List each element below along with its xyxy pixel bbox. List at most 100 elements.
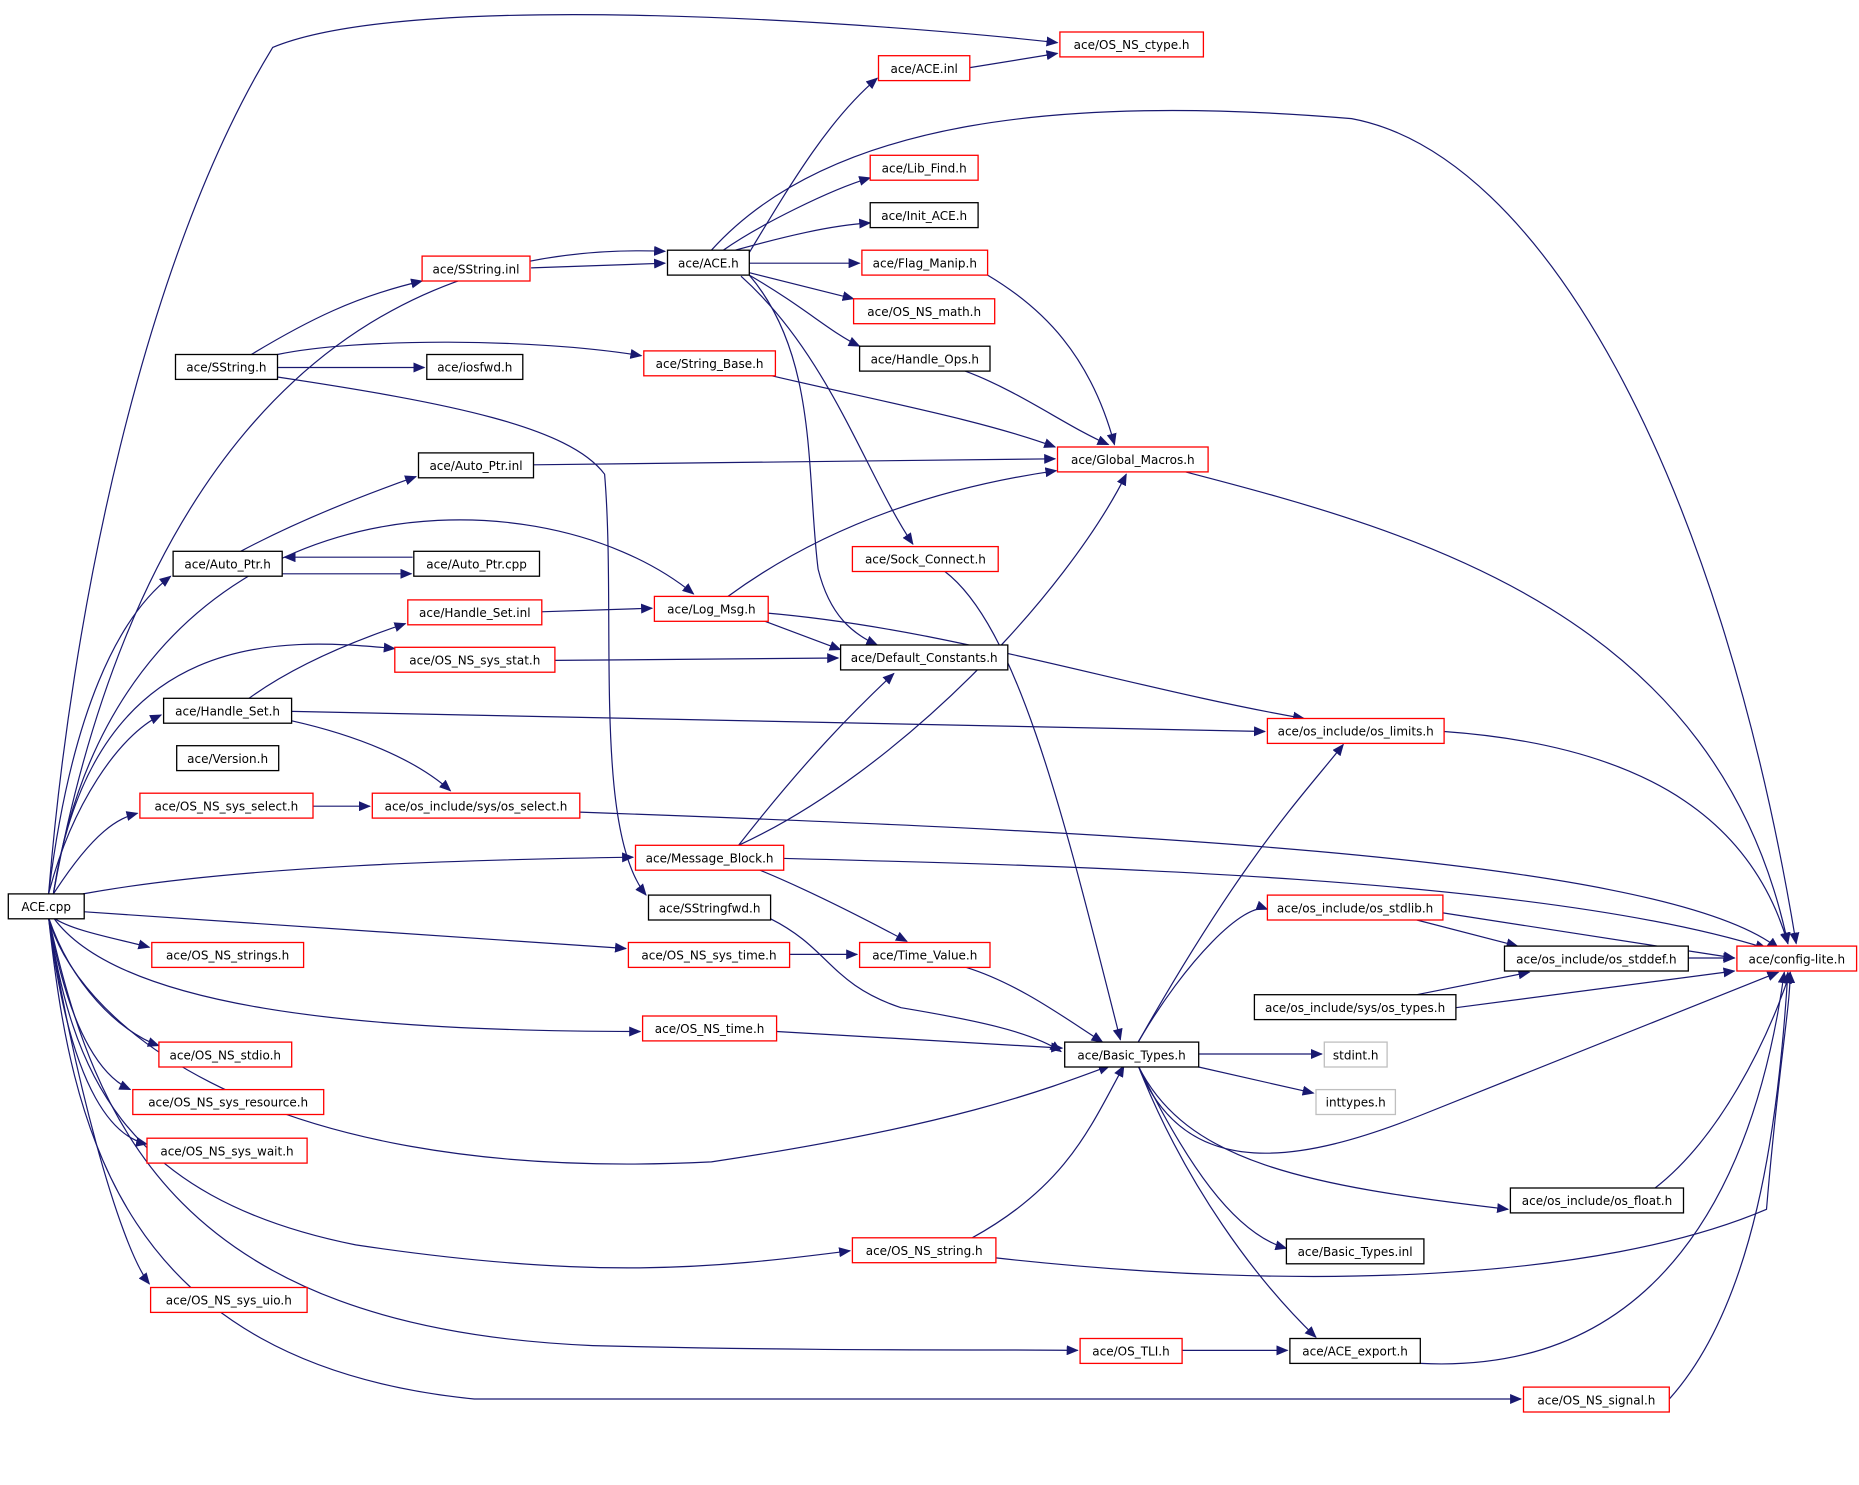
node-os-math[interactable]: ace/OS_NS_math.h <box>852 298 996 325</box>
node-ace-export[interactable]: ace/ACE_export.h <box>1289 1337 1421 1365</box>
node-box <box>851 545 999 573</box>
node-handle-set-inl[interactable]: ace/Handle_Set.inl <box>407 599 543 626</box>
node-handle-set-h[interactable]: ace/Handle_Set.h <box>162 697 293 724</box>
node-box <box>858 345 991 372</box>
node-basic-types[interactable]: ace/Basic_Types.h <box>1064 1041 1200 1068</box>
node-os-stdio[interactable]: ace/OS_NS_stdio.h <box>158 1041 293 1068</box>
node-sstring-inl[interactable]: ace/SString.inl <box>421 255 531 282</box>
node-box <box>647 894 772 921</box>
node-os-sys-wait[interactable]: ace/OS_NS_sys_wait.h <box>146 1137 308 1164</box>
node-os-strings[interactable]: ace/OS_NS_strings.h <box>151 941 305 969</box>
dependency-edge <box>52 642 396 894</box>
dependency-edge <box>1416 969 1531 996</box>
dependency-edge <box>995 971 1796 1278</box>
node-os-types[interactable]: ace/os_include/sys/os_types.h <box>1253 994 1457 1021</box>
node-version[interactable]: ace/Version.h <box>176 745 280 772</box>
node-box <box>132 1088 325 1116</box>
node-default-constants[interactable]: ace/Default_Constants.h <box>839 644 1009 671</box>
node-os-select[interactable]: ace/os_include/sys/os_select.h <box>371 792 581 819</box>
node-time-value[interactable]: ace/Time_Value.h <box>858 941 991 969</box>
node-os-signal[interactable]: ace/OS_NS_signal.h <box>1522 1386 1670 1413</box>
dependency-edge <box>964 370 1110 446</box>
node-box <box>861 249 989 276</box>
node-os-ctype[interactable]: ace/OS_NS_ctype.h <box>1059 31 1205 58</box>
node-box <box>1079 1337 1183 1365</box>
node-sock-connect[interactable]: ace/Sock_Connect.h <box>851 545 999 573</box>
node-box <box>858 941 991 969</box>
node-os-limits[interactable]: ace/os_include/os_limits.h <box>1266 717 1445 745</box>
dependency-edge <box>971 1064 1125 1239</box>
node-auto-ptr-inl[interactable]: ace/Auto_Ptr.inl <box>417 452 535 479</box>
node-label: ace/iosfwd.h <box>437 361 512 375</box>
node-label: ace/SStringfwd.h <box>659 901 761 915</box>
node-auto-ptr-cpp[interactable]: ace/Auto_Ptr.cpp <box>413 550 541 577</box>
node-label: ace/Lib_Find.h <box>882 162 967 176</box>
node-ace-h[interactable]: ace/ACE.h <box>666 249 750 276</box>
node-ace-cpp[interactable]: ACE.cpp <box>7 893 85 920</box>
dependency-edge <box>1416 919 1519 949</box>
node-os-stdlib[interactable]: ace/os_include/os_stdlib.h <box>1266 894 1444 921</box>
dependency-edge <box>48 917 1523 1404</box>
node-ace-inl[interactable]: ace/ACE.inl <box>877 55 971 82</box>
node-os-time[interactable]: ace/OS_NS_time.h <box>641 1015 778 1042</box>
node-message-block[interactable]: ace/Message_Block.h <box>634 844 785 871</box>
node-label: ace/OS_NS_sys_stat.h <box>409 654 540 668</box>
node-label: ace/Basic_Types.h <box>1077 1048 1185 1062</box>
node-os-sys-resource[interactable]: ace/OS_NS_sys_resource.h <box>132 1088 325 1116</box>
node-box <box>643 350 777 377</box>
node-box <box>1736 945 1858 972</box>
node-global-macros[interactable]: ace/Global_Macros.h <box>1056 446 1209 473</box>
node-os-sys-uio[interactable]: ace/OS_NS_sys_uio.h <box>149 1286 308 1314</box>
node-auto-ptr-h[interactable]: ace/Auto_Ptr.h <box>172 550 283 577</box>
dependency-edge <box>52 519 695 894</box>
node-stdint[interactable]: stdint.h <box>1323 1041 1388 1068</box>
node-os-float[interactable]: ace/os_include/os_float.h <box>1509 1187 1685 1214</box>
dependency-edge <box>248 622 407 699</box>
node-box <box>641 1015 778 1042</box>
node-box <box>1253 994 1457 1021</box>
node-label: ace/SString.h <box>186 361 266 375</box>
node-os-sys-stat[interactable]: ace/OS_NS_sys_stat.h <box>394 646 556 673</box>
dependency-edge <box>759 869 908 942</box>
node-flag-manip[interactable]: ace/Flag_Manip.h <box>861 249 989 276</box>
dependency-edge <box>1137 1065 1317 1338</box>
dependency-edge <box>727 467 1058 597</box>
dependency-edge <box>48 917 160 1047</box>
node-box <box>1266 717 1445 745</box>
node-basic-types-inl[interactable]: ace/Basic_Types.inl <box>1285 1238 1425 1265</box>
dependency-edge <box>1137 1065 1510 1213</box>
node-lib-find[interactable]: ace/Lib_Find.h <box>869 154 979 181</box>
node-handle-ops[interactable]: ace/Handle_Ops.h <box>858 345 991 372</box>
dependency-edge <box>1420 971 1788 1365</box>
node-label: ace/os_include/os_float.h <box>1522 1194 1672 1208</box>
node-box <box>394 646 556 673</box>
node-label: ace/Auto_Ptr.inl <box>429 459 522 473</box>
node-log-msg[interactable]: ace/Log_Msg.h <box>653 595 769 622</box>
dependency-edge <box>748 274 879 646</box>
node-box <box>174 353 279 381</box>
node-iosfwd[interactable]: ace/iosfwd.h <box>426 353 524 381</box>
node-box <box>1059 31 1205 58</box>
node-label: ace/os_include/os_limits.h <box>1278 725 1434 739</box>
dependency-edge <box>1137 971 1780 1154</box>
node-string-base[interactable]: ace/String_Base.h <box>643 350 777 377</box>
dependency-edge <box>764 620 842 651</box>
node-sstring-h[interactable]: ace/SString.h <box>174 353 279 381</box>
node-init-ace[interactable]: ace/Init_ACE.h <box>869 202 979 229</box>
node-os-tli[interactable]: ace/OS_TLI.h <box>1079 1337 1183 1365</box>
dependency-edge <box>734 218 872 251</box>
node-box <box>666 249 750 276</box>
node-config-lite[interactable]: ace/config-lite.h <box>1736 945 1858 972</box>
node-label: ace/OS_NS_sys_select.h <box>155 799 299 813</box>
node-box <box>1323 1041 1388 1068</box>
node-label: ace/ACE.h <box>678 256 739 270</box>
node-os-sys-select[interactable]: ace/OS_NS_sys_select.h <box>139 792 314 819</box>
node-sstringfwd[interactable]: ace/SStringfwd.h <box>647 894 772 921</box>
node-os-sys-time[interactable]: ace/OS_NS_sys_time.h <box>627 941 791 969</box>
dependency-edge <box>533 453 1057 466</box>
node-inttypes[interactable]: inttypes.h <box>1315 1088 1397 1116</box>
node-os-stddef[interactable]: ace/os_include/os_stddef.h <box>1503 945 1689 972</box>
node-os-string[interactable]: ace/OS_NS_string.h <box>851 1237 997 1264</box>
node-box <box>162 697 293 724</box>
node-label: ace/ACE_export.h <box>1302 1345 1408 1359</box>
